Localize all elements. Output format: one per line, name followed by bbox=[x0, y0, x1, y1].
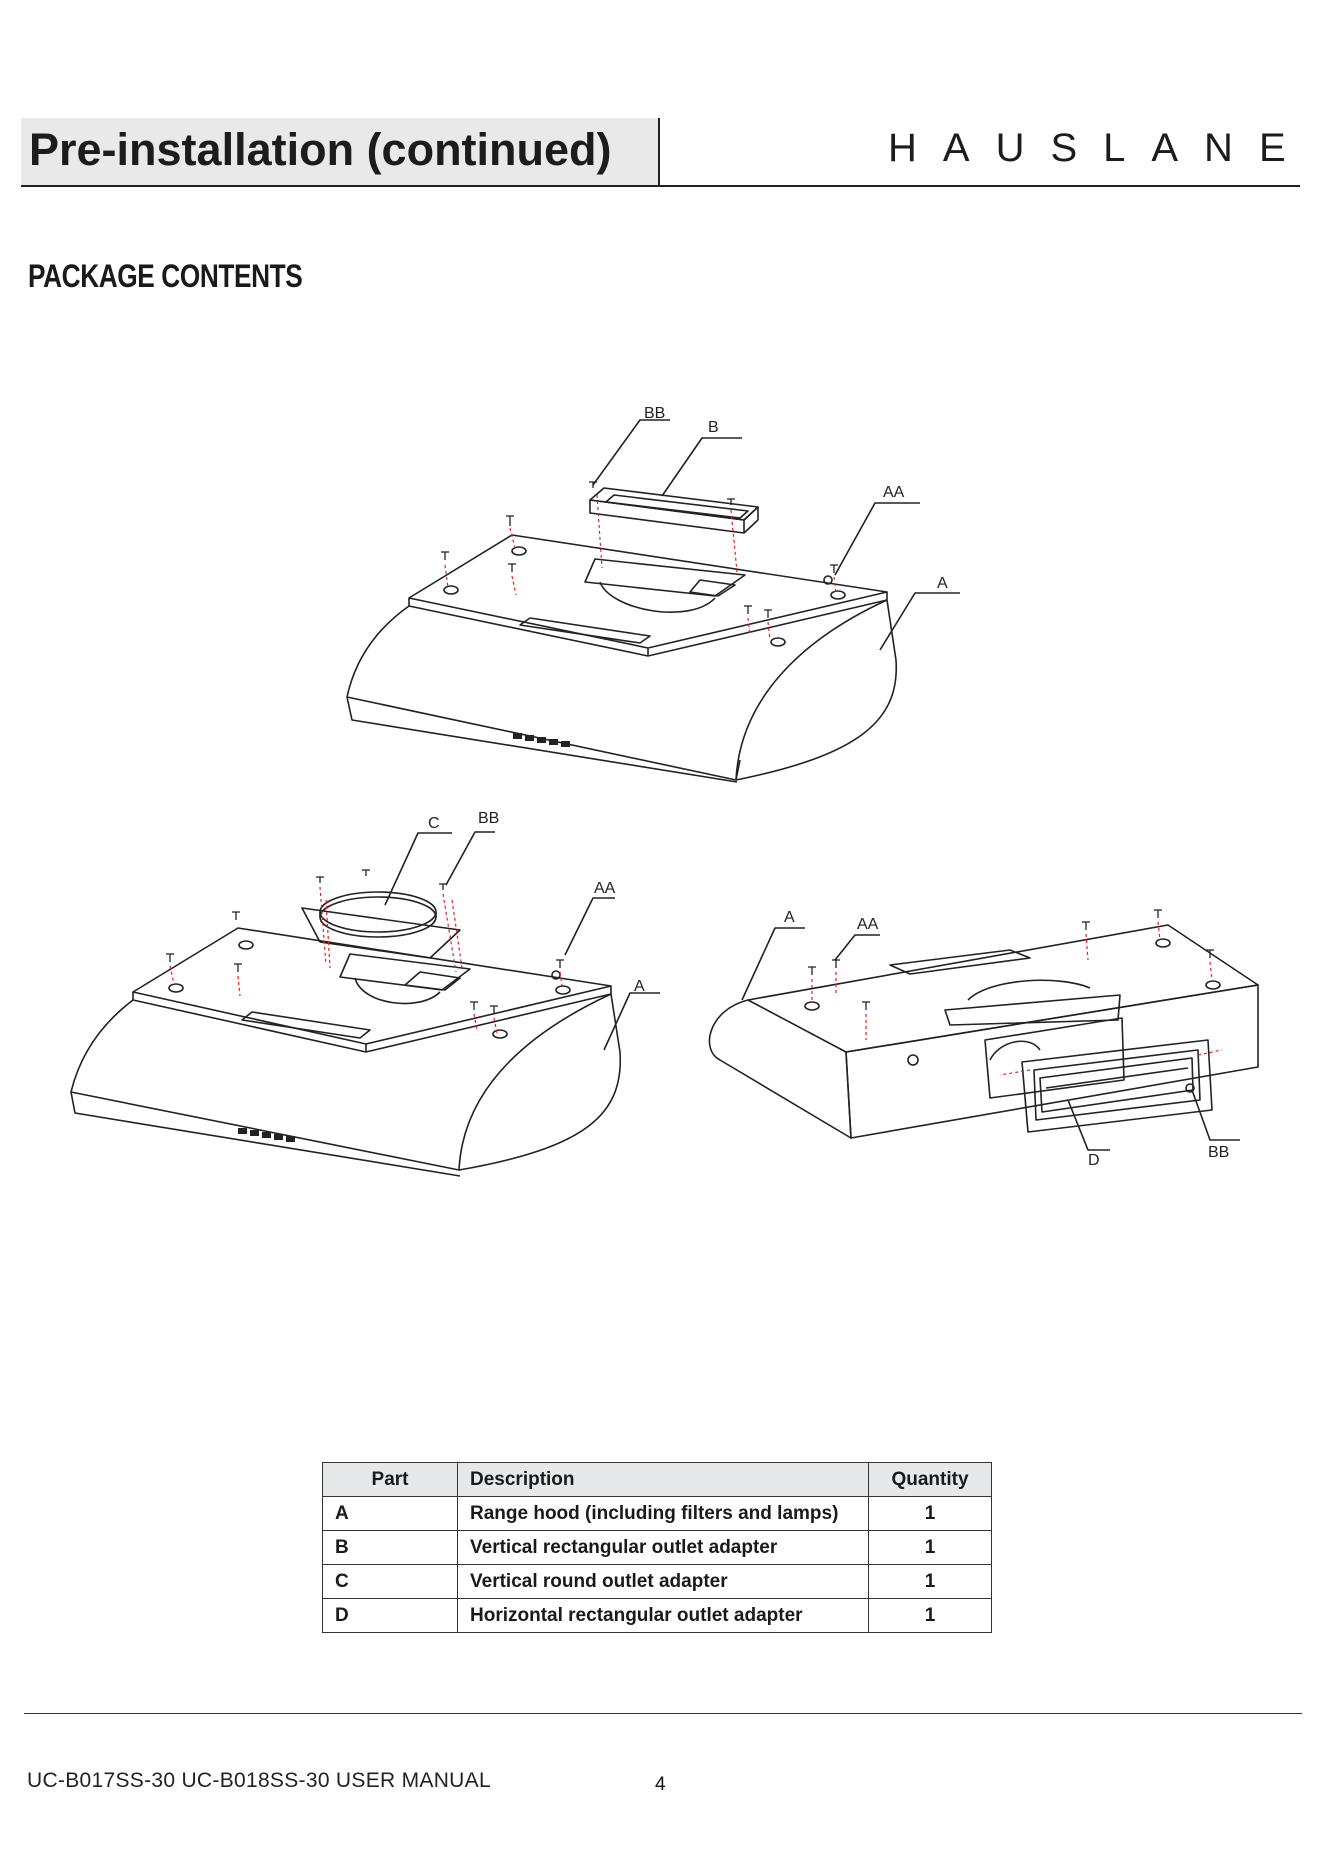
cell-part: D bbox=[322, 1598, 458, 1633]
label-left-a: A bbox=[634, 978, 645, 995]
cell-description: Range hood (including filters and lamps) bbox=[457, 1496, 869, 1531]
label-right-bb: BB bbox=[1208, 1144, 1229, 1161]
label-right-aa: AA bbox=[857, 916, 879, 933]
label-top-aa: AA bbox=[883, 484, 905, 501]
cell-description: Vertical round outlet adapter bbox=[457, 1564, 869, 1599]
footer-divider bbox=[24, 1713, 1302, 1714]
column-header-part: Part bbox=[322, 1462, 458, 1497]
hood-diagram-right bbox=[708, 909, 1259, 1151]
header-divider bbox=[21, 185, 1300, 187]
header-title-box bbox=[21, 118, 660, 186]
column-header-description: Description bbox=[457, 1462, 869, 1497]
label-right-a: A bbox=[784, 909, 795, 926]
page-title: Pre-installation (continued) bbox=[29, 124, 612, 175]
table-row: A Range hood (including filters and lamp… bbox=[322, 1496, 992, 1531]
cell-part: C bbox=[322, 1564, 458, 1599]
hood-diagram-left bbox=[70, 831, 660, 1177]
table-row: C Vertical round outlet adapter 1 bbox=[322, 1564, 992, 1599]
brand-logo: HAUSLANE bbox=[888, 126, 1312, 170]
table-row: B Vertical rectangular outlet adapter 1 bbox=[322, 1530, 992, 1565]
cell-quantity: 1 bbox=[868, 1530, 992, 1565]
table-row: D Horizontal rectangular outlet adapter … bbox=[322, 1598, 992, 1633]
label-top-bb: BB bbox=[644, 405, 665, 422]
table-header-row: Part Description Quantity bbox=[322, 1462, 992, 1497]
cell-description: Vertical rectangular outlet adapter bbox=[457, 1530, 869, 1565]
package-contents-table: Part Description Quantity A Range hood (… bbox=[322, 1462, 992, 1633]
label-right-d: D bbox=[1088, 1152, 1100, 1169]
label-left-aa: AA bbox=[594, 880, 616, 897]
page-number: 4 bbox=[655, 1774, 666, 1795]
cell-part: A bbox=[322, 1496, 458, 1531]
cell-quantity: 1 bbox=[868, 1564, 992, 1599]
label-top-b: B bbox=[708, 419, 719, 436]
hood-diagram-top bbox=[346, 419, 960, 783]
cell-quantity: 1 bbox=[868, 1598, 992, 1633]
cell-description: Horizontal rectangular outlet adapter bbox=[457, 1598, 869, 1633]
section-title: PACKAGE CONTENTS bbox=[28, 258, 303, 294]
column-header-quantity: Quantity bbox=[868, 1462, 992, 1497]
label-left-c: C bbox=[428, 815, 440, 832]
label-left-bb: BB bbox=[478, 810, 499, 827]
cell-quantity: 1 bbox=[868, 1496, 992, 1531]
label-top-a: A bbox=[937, 575, 948, 592]
cell-part: B bbox=[322, 1530, 458, 1565]
footer-manual-title: UC-B017SS-30 UC-B018SS-30 USER MANUAL bbox=[27, 1769, 491, 1792]
